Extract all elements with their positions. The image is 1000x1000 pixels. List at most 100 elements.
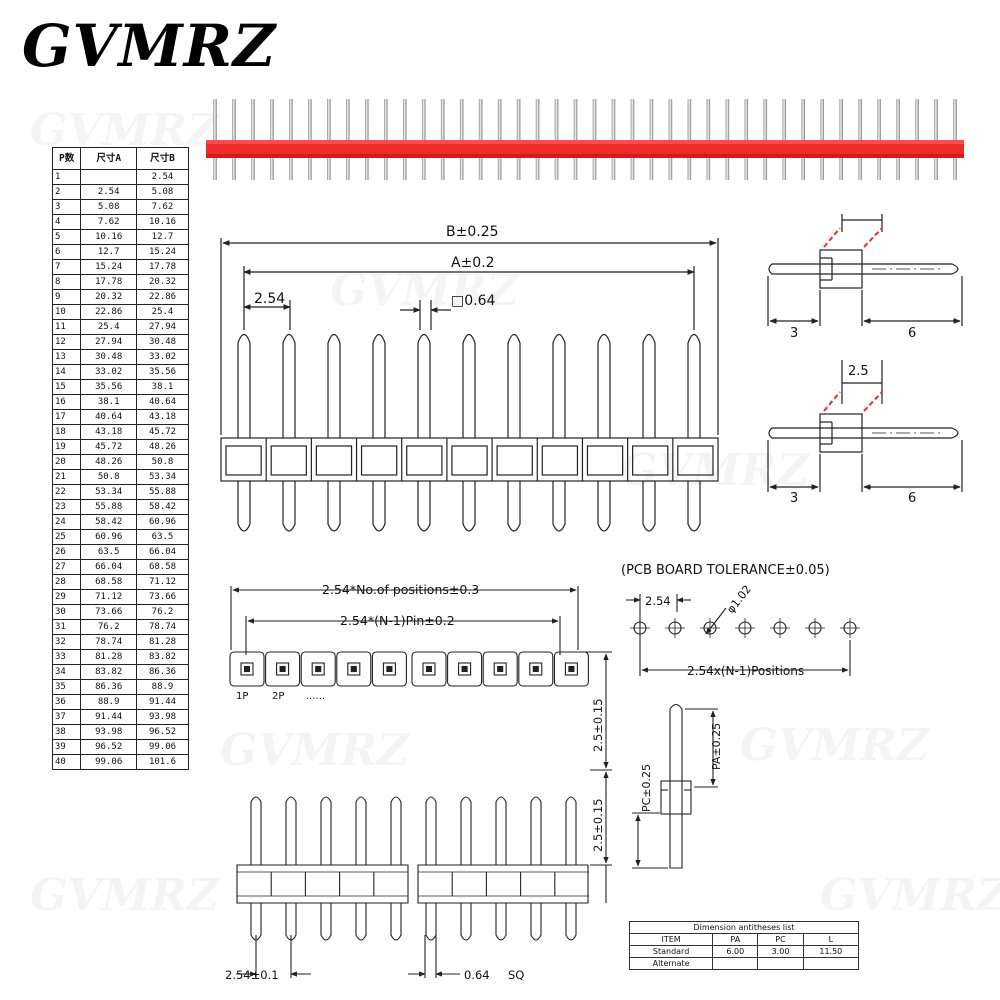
bottom-pins: [250, 796, 577, 941]
bottom-pin-upper: [390, 796, 402, 865]
bottom-pin-lower: [530, 903, 542, 941]
front-pin-lower: [417, 481, 431, 532]
top-cell: [447, 651, 483, 687]
side2-dim-left-label: 3: [790, 491, 798, 506]
dimension-table-caption: Dimension antitheses list: [629, 921, 859, 934]
housing-cell: [451, 445, 488, 476]
front-pin-lower: [642, 481, 656, 532]
strip-pin: [478, 99, 483, 180]
side-housing-1: [819, 249, 863, 289]
bottom-pin-upper: [320, 796, 332, 865]
strip-pin: [459, 99, 464, 180]
top-total-label: 2.54*No.of positions±0.3: [322, 582, 479, 597]
strip-pins: [213, 99, 957, 180]
dim-col-item: ITEM: [628, 933, 714, 946]
bottom-housing-segments: [237, 871, 589, 897]
detail-housing: [660, 780, 692, 815]
red-marker-line: [823, 391, 841, 412]
housing-cell: [632, 445, 669, 476]
pcb-hole-leader: [705, 607, 727, 635]
pc-label: PC±0.25: [640, 764, 653, 812]
front-pin-upper: [507, 333, 521, 438]
size-b-cell: 101.6: [136, 754, 189, 770]
size-b-cell: 20.32: [136, 274, 189, 290]
dim-col-pa: PA: [712, 933, 759, 946]
side-pin-1: [768, 263, 959, 275]
size-b-cell: 33.02: [136, 349, 189, 365]
strip-pin: [801, 99, 806, 180]
bottom-pin-upper: [495, 796, 507, 865]
strip-pin: [915, 99, 919, 180]
strip-pin: [896, 99, 900, 180]
strip-pin: [630, 99, 635, 180]
strip-pin: [592, 99, 597, 180]
pin-count-cell: 40: [51, 754, 82, 770]
front-pin-lower: [597, 481, 611, 532]
strip-pin: [289, 99, 293, 180]
top-cell: [482, 651, 518, 687]
top-cell-pad: [422, 662, 436, 676]
strip-pin: [858, 99, 862, 180]
side2-dim-right-label: 6: [908, 491, 916, 506]
strip-pin: [327, 99, 331, 180]
front-pin-lower: [282, 481, 296, 532]
strip-pin: [877, 99, 881, 180]
bottom-pin-upper: [355, 796, 367, 865]
pcb-pitch-label: 2.54: [645, 594, 671, 608]
strip-shadow: [206, 154, 964, 158]
front-pins: [237, 333, 701, 532]
size-b-cell: 71.12: [136, 574, 189, 590]
red-plastic-strip: [206, 140, 964, 158]
pin-detail: [632, 703, 718, 869]
strip-pin: [611, 99, 616, 180]
bottom-pin-upper: [460, 796, 472, 865]
dimension-table-row: Alternate: [628, 957, 860, 970]
housing-cell: [677, 445, 714, 476]
housing-cell: [315, 445, 353, 476]
top-label-1p: 1P: [236, 691, 248, 702]
side-view-1: [767, 214, 963, 326]
side-housing-2: [819, 413, 863, 453]
bottom-pin-upper: [425, 796, 437, 865]
front-housing: [220, 437, 719, 482]
side-view-2: [767, 360, 963, 492]
top-cell: [336, 651, 372, 687]
strip-pin: [725, 99, 730, 180]
housing-cell: [360, 445, 398, 476]
strip-pin: [364, 99, 369, 180]
strip-pin: [251, 99, 255, 180]
strip-pin: [687, 99, 692, 180]
top-cell-pad: [276, 662, 290, 676]
bottom-pin-lower: [390, 903, 402, 941]
size-b-cell: 48.26: [136, 439, 189, 455]
watermark: GVMRZ: [740, 720, 929, 771]
pin-table-header-row: P数 尺寸A 尺寸B: [51, 147, 189, 170]
top-cell: [265, 651, 301, 687]
housing-cell: [270, 445, 307, 476]
top-cell-pin: [315, 665, 322, 673]
strip-pin: [820, 99, 824, 180]
front-pin-lower: [372, 481, 386, 532]
front-pin-lower: [687, 481, 701, 532]
strip-pin: [934, 99, 938, 180]
height-lower-label: 2.5±0.15: [591, 798, 605, 852]
strip-pin: [270, 99, 274, 180]
front-pin-lower: [237, 481, 251, 532]
top-cell: [371, 651, 407, 687]
dim-cell: Alternate: [628, 957, 714, 970]
top-cell-pad: [493, 662, 507, 676]
